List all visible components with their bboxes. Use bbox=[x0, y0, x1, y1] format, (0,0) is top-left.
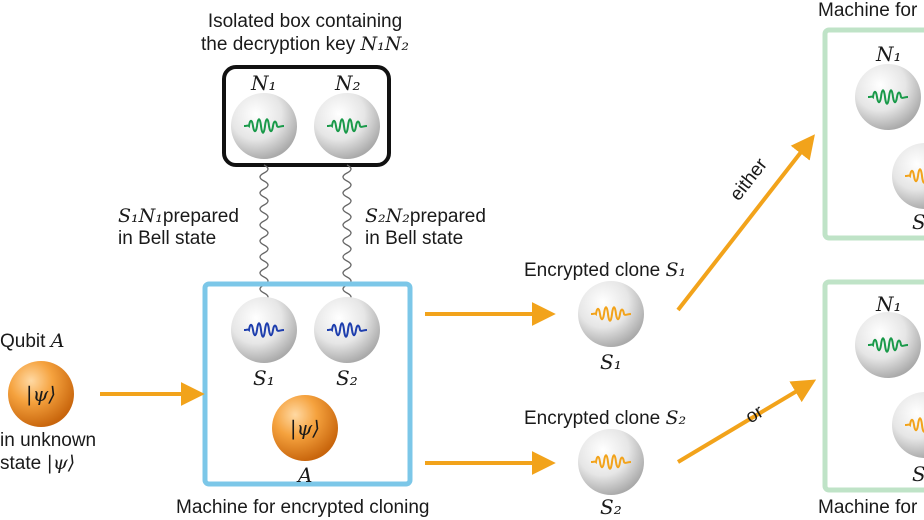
s2-label: S₂ bbox=[336, 366, 358, 390]
bell-right-math: S₂N₂ bbox=[365, 205, 410, 227]
clone2-title-math: S₂ bbox=[665, 407, 687, 429]
bell-left-label: S₁N₁prepared in Bell state bbox=[118, 205, 239, 250]
bell-link-right bbox=[342, 164, 352, 302]
qubit-title-text: Qubit bbox=[0, 331, 46, 352]
clone1-title-math: S₁ bbox=[665, 259, 687, 281]
qubit-title-math: A bbox=[50, 330, 65, 352]
a-label: A bbox=[298, 463, 313, 487]
key-box-title: Isolated box containing the decryption k… bbox=[180, 11, 430, 56]
decrypt-bottom-s-label: S bbox=[912, 462, 924, 486]
arrow-either bbox=[676, 134, 815, 312]
bell-left-line2: in Bell state bbox=[118, 228, 217, 249]
decrypt-machine-top-box bbox=[822, 27, 924, 241]
key-box-title-line2: the decryption key bbox=[201, 34, 356, 55]
clone1-title: Encrypted clone S₁ bbox=[524, 259, 686, 282]
decrypt-top-s-label: S bbox=[912, 210, 924, 234]
qubit-title: Qubit A bbox=[0, 330, 64, 353]
bell-link-left bbox=[259, 164, 269, 302]
decrypt-top-n1-label: N₁ bbox=[876, 42, 902, 66]
decrypt-top-caption: Machine for bbox=[818, 0, 918, 21]
n1-label: N₁ bbox=[251, 71, 277, 95]
decrypt-bottom-n1-label: N₁ bbox=[876, 292, 902, 316]
s1-label: S₁ bbox=[253, 366, 275, 390]
bell-right-line2: in Bell state bbox=[365, 228, 464, 249]
clone1-label: S₁ bbox=[600, 350, 622, 374]
qubit-desc-math: |ψ⟩ bbox=[46, 452, 76, 474]
clone1-title-text: Encrypted clone bbox=[524, 260, 661, 281]
bell-right-label: S₂N₂prepared in Bell state bbox=[365, 205, 486, 250]
key-box-title-line1: Isolated box containing bbox=[207, 11, 403, 32]
bell-right-line1: prepared bbox=[409, 206, 486, 227]
key-box bbox=[222, 65, 391, 167]
key-box-title-math: N₁N₂ bbox=[360, 33, 409, 55]
qubit-desc-line2: state bbox=[0, 453, 42, 474]
qubit-a-sphere bbox=[8, 361, 74, 427]
clone2-title: Encrypted clone S₂ bbox=[524, 407, 686, 430]
n2-label: N₂ bbox=[335, 71, 361, 95]
decrypt-bottom-caption: Machine for bbox=[818, 497, 918, 518]
a-sphere bbox=[272, 395, 338, 461]
cloning-machine-caption: Machine for encrypted cloning bbox=[176, 497, 430, 518]
decrypt-machine-bottom-box bbox=[822, 279, 924, 493]
bell-left-math: S₁N₁ bbox=[118, 205, 163, 227]
clone2-title-text: Encrypted clone bbox=[524, 408, 661, 429]
a-ket: |ψ⟩ bbox=[289, 416, 321, 440]
cloning-machine-box bbox=[202, 281, 413, 487]
qubit-ket: |ψ⟩ bbox=[25, 382, 57, 406]
clone2-label: S₂ bbox=[600, 495, 622, 519]
qubit-desc-line1: in unknown bbox=[0, 430, 97, 451]
qubit-desc: in unknown state |ψ⟩ bbox=[0, 430, 96, 475]
bell-left-line1: prepared bbox=[162, 206, 239, 227]
arrow-or bbox=[676, 379, 817, 464]
